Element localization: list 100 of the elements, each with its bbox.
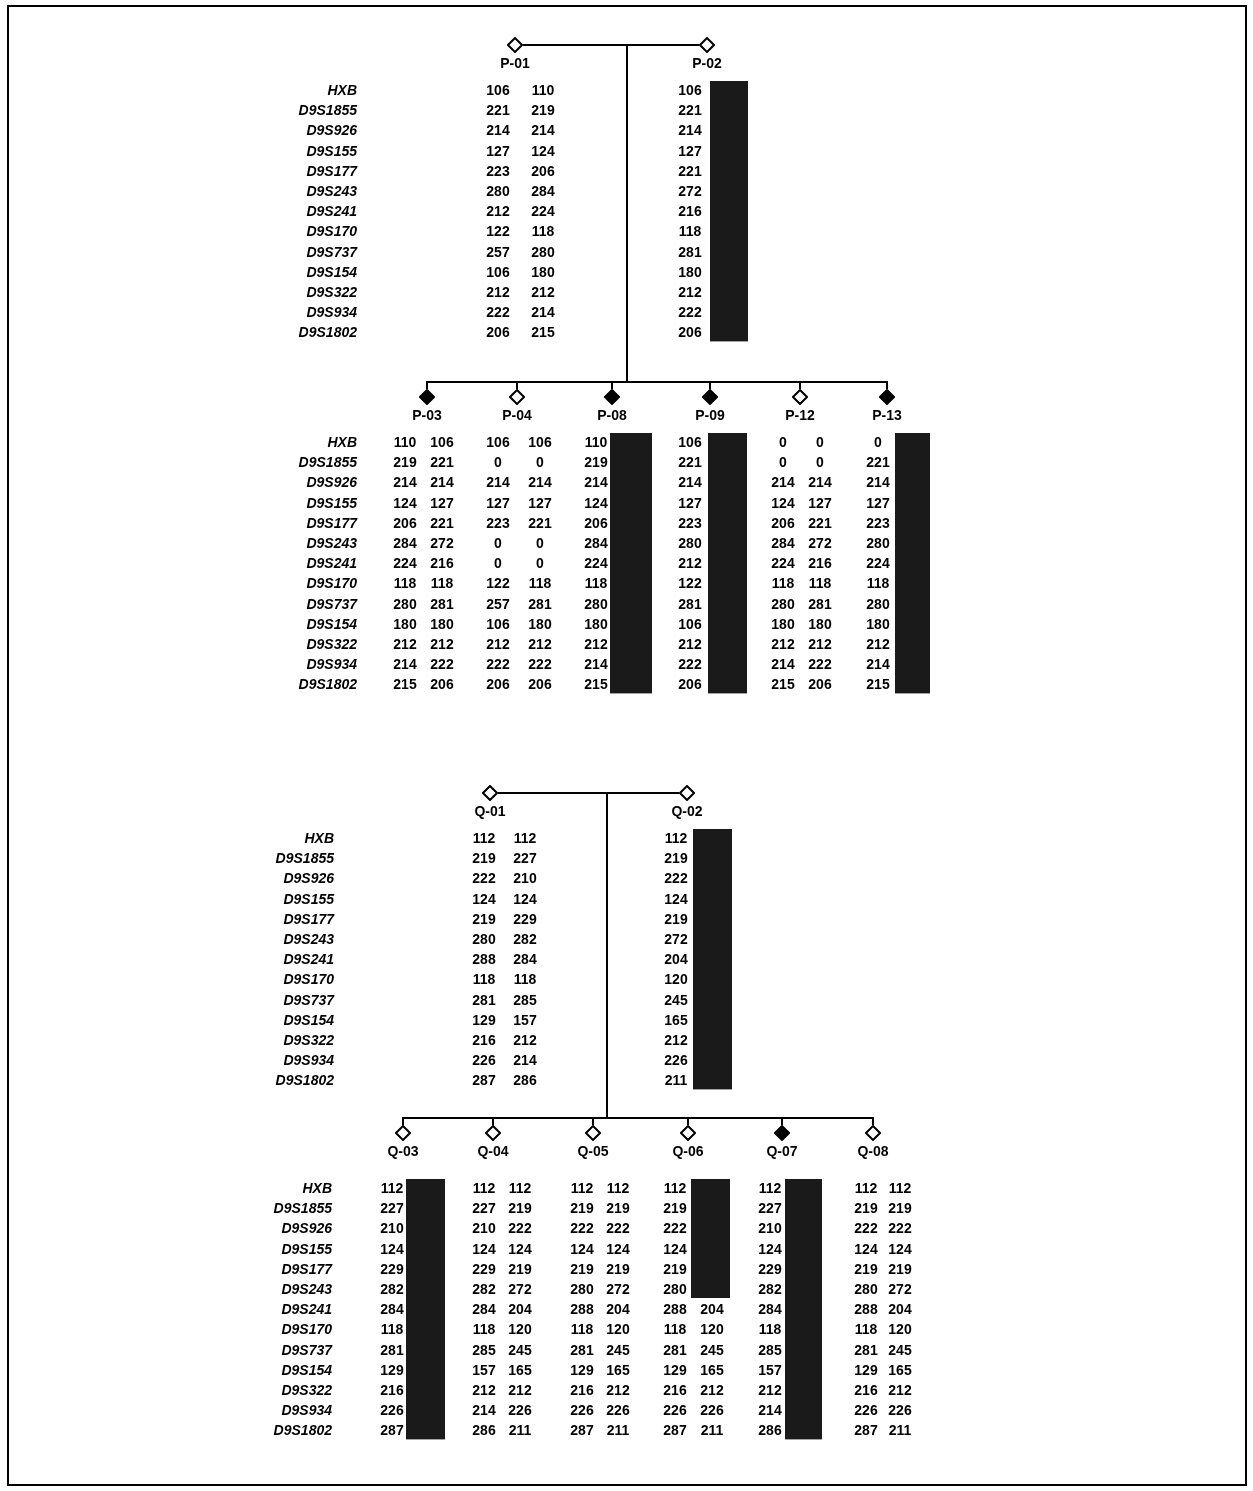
allele-value: 284	[758, 1301, 782, 1318]
allele-value: 226	[888, 1402, 912, 1419]
marker-name: D9S243	[306, 535, 357, 551]
allele-value: 212	[678, 636, 702, 652]
marker-name: D9S926	[281, 1220, 332, 1237]
allele-value: 0	[494, 535, 502, 551]
allele-value: 223	[486, 514, 510, 531]
allele-value: 280	[678, 535, 702, 551]
allele-value: 206	[528, 676, 552, 693]
allele-value: 286	[472, 1422, 496, 1439]
allele-value: 281	[678, 595, 702, 612]
allele-value: 216	[472, 1032, 496, 1048]
marker-name: D9S177	[306, 162, 357, 179]
allele-value: 212	[771, 636, 795, 652]
allele-value: 226	[664, 1052, 688, 1069]
allele-value: 284	[513, 951, 537, 968]
allele-value: 272	[606, 1281, 630, 1297]
allele-value: 106	[678, 615, 702, 632]
allele-value: 214	[866, 474, 890, 491]
allele-value: 127	[678, 142, 702, 159]
allele-value: 245	[606, 1341, 630, 1358]
allele-value: 210	[380, 1220, 404, 1237]
marker-name: D9S177	[306, 514, 357, 531]
allele-value: 285	[472, 1341, 496, 1358]
allele-value: 214	[486, 474, 510, 491]
allele-value: 281	[430, 595, 454, 612]
allele-value: 110	[584, 434, 608, 450]
allele-value: 284	[472, 1301, 496, 1318]
marker-name: D9S155	[283, 890, 334, 907]
allele-value: 216	[430, 555, 454, 572]
allele-value: 0	[874, 434, 882, 450]
allele-value: 286	[513, 1072, 537, 1089]
marker-name: D9S934	[306, 656, 357, 673]
allele-value: 287	[472, 1072, 496, 1089]
allele-value: 224	[531, 203, 555, 220]
allele-value: 214	[584, 656, 608, 673]
allele-value: 0	[536, 555, 544, 572]
allele-value: 257	[486, 243, 510, 260]
allele-value: 272	[508, 1281, 532, 1297]
marker-name: D9S737	[283, 991, 334, 1008]
allele-value: 287	[854, 1422, 878, 1439]
allele-value: 212	[528, 636, 552, 652]
allele-value: 0	[779, 434, 787, 450]
allele-value: 272	[678, 183, 702, 199]
allele-value: 222	[888, 1220, 912, 1237]
allele-value: 124	[380, 1240, 404, 1257]
allele-value: 129	[380, 1361, 404, 1378]
allele-value: 282	[513, 931, 537, 947]
allele-value: 221	[678, 102, 702, 119]
marker-name: D9S154	[306, 263, 357, 280]
allele-value: 222	[663, 1220, 687, 1237]
allele-value: 127	[528, 494, 552, 511]
allele-value: 206	[486, 676, 510, 693]
allele-value: 206	[430, 676, 454, 693]
allele-value: 287	[380, 1422, 404, 1439]
marker-name: D9S934	[281, 1402, 332, 1419]
allele-value: 280	[570, 1281, 594, 1297]
allele-value: 118	[663, 1321, 687, 1338]
allele-value: 282	[380, 1281, 404, 1297]
allele-value: 214	[866, 656, 890, 673]
allele-value: 222	[472, 870, 496, 887]
allele-value: 281	[808, 595, 832, 612]
allele-value: 212	[606, 1382, 630, 1398]
allele-value: 212	[430, 636, 454, 652]
allele-value: 221	[486, 102, 510, 119]
marker-name: D9S1855	[298, 102, 357, 119]
masked-bar	[693, 829, 732, 1090]
allele-value: 124	[570, 1240, 594, 1257]
allele-value: 118	[380, 1321, 404, 1338]
allele-value: 280	[584, 595, 608, 612]
allele-value: 216	[808, 555, 832, 572]
allele-value: 222	[854, 1220, 878, 1237]
allele-value: 281	[663, 1341, 687, 1358]
allele-value: 221	[430, 514, 454, 531]
allele-value: 214	[678, 474, 702, 491]
allele-value: 215	[866, 676, 890, 693]
allele-value: 223	[678, 514, 702, 531]
individual-id: P-01	[500, 55, 530, 71]
allele-value: 223	[866, 514, 890, 531]
allele-value: 288	[570, 1301, 594, 1318]
allele-value: 222	[528, 656, 552, 673]
allele-value: 165	[606, 1361, 630, 1378]
allele-value: 212	[531, 284, 555, 300]
allele-value: 0	[494, 454, 502, 471]
allele-value: 211	[664, 1072, 688, 1089]
marker-name: D9S177	[281, 1260, 332, 1277]
allele-value: 124	[472, 1240, 496, 1257]
allele-value: 122	[486, 575, 510, 592]
allele-value: 219	[531, 102, 555, 119]
allele-value: 106	[486, 82, 510, 98]
allele-value: 281	[528, 595, 552, 612]
allele-value: 118	[430, 575, 454, 592]
allele-value: 219	[663, 1200, 687, 1217]
allele-value: 124	[508, 1240, 532, 1257]
allele-value: 219	[664, 850, 688, 867]
masked-bar	[691, 1179, 730, 1298]
allele-value: 112	[888, 1180, 912, 1196]
allele-value: 214	[513, 1052, 537, 1069]
allele-value: 222	[678, 656, 702, 673]
allele-value: 216	[678, 203, 702, 220]
